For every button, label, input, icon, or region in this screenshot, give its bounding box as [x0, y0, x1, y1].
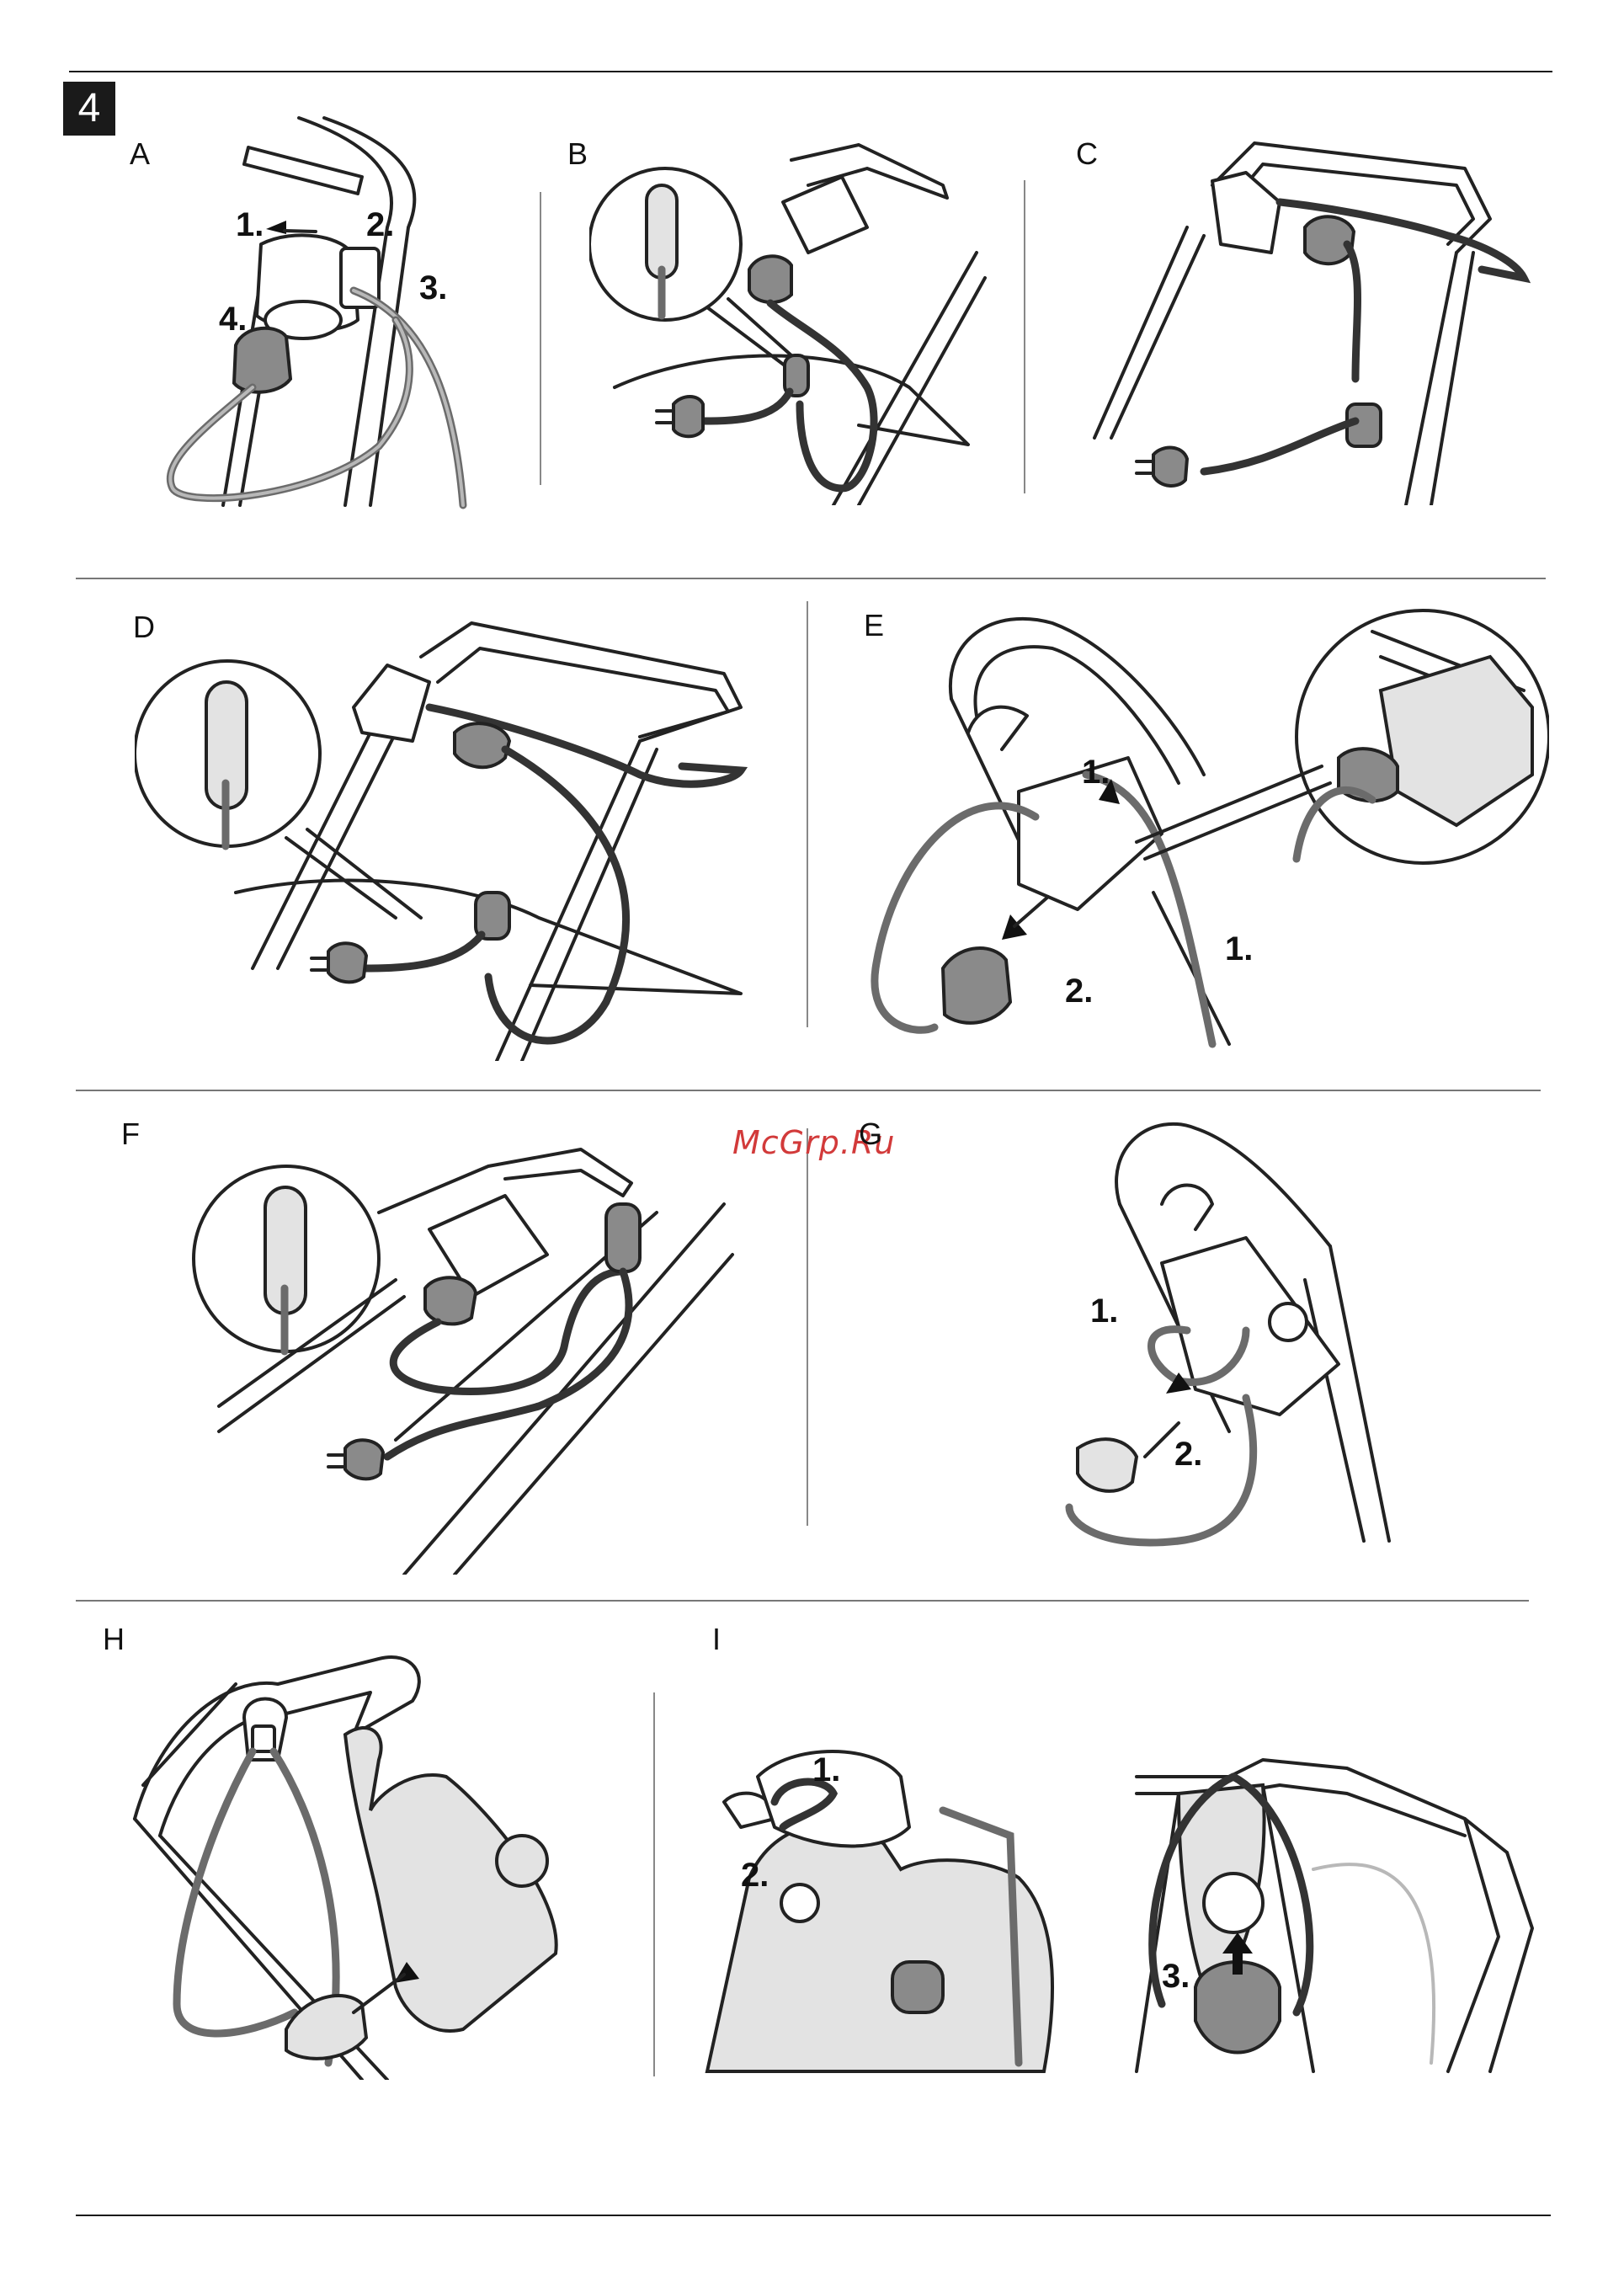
switch-housing-icon	[257, 235, 379, 338]
panel-label-b: B	[567, 136, 588, 172]
panel-label-g: G	[859, 1117, 882, 1152]
separator-hi	[653, 1692, 655, 2076]
separator-ab	[540, 192, 541, 485]
panel-h-illustration	[126, 1642, 606, 2080]
magnifier-circle-icon	[135, 661, 320, 846]
step-label: 1.	[1082, 754, 1110, 791]
step-label: 2.	[1065, 973, 1093, 1010]
step-label: 3.	[419, 269, 447, 306]
step-label: 1.	[1225, 930, 1253, 967]
switch-housing-icon	[1212, 173, 1280, 253]
panel-c-illustration	[1086, 135, 1557, 505]
panel-f-illustration	[185, 1120, 741, 1575]
panel-g-illustration: 1. 2.	[1052, 1111, 1406, 1558]
panel-d-illustration	[135, 615, 758, 1061]
magnifier-circle-icon	[1297, 610, 1549, 863]
panel-b-illustration	[589, 135, 993, 505]
row-separator-3	[76, 1600, 1529, 1602]
step-label: 2.	[1174, 1436, 1202, 1473]
panel-i-illustration: 1. 2. 3.	[690, 1726, 1541, 2080]
bottom-rule	[76, 2215, 1551, 2216]
plug-icon	[234, 328, 290, 392]
panel-label-h: H	[103, 1622, 125, 1657]
step-label: 3.	[1162, 1958, 1190, 1995]
separator-de	[807, 601, 808, 1027]
separator-bc	[1024, 180, 1025, 493]
top-rule	[69, 71, 1552, 72]
row-separator-1	[76, 578, 1546, 579]
row-separator-2	[76, 1090, 1541, 1091]
switch-housing-icon	[345, 1728, 556, 2031]
magnifier-circle-icon	[589, 168, 741, 320]
separator-fg	[807, 1128, 808, 1526]
panel-label-a: A	[130, 136, 150, 172]
panel-label-f: F	[121, 1117, 140, 1152]
socket-icon	[1204, 1874, 1263, 1932]
step-label: 1.	[1090, 1293, 1118, 1330]
step-label: 2.	[366, 206, 394, 243]
magnifier-circle-icon	[194, 1166, 379, 1351]
panel-a-illustration: 1. 2. 3. 4.	[152, 109, 505, 514]
step-label: 2.	[741, 1857, 769, 1894]
step-label: 4.	[219, 301, 247, 338]
panel-e-illustration: 1. 1. 2.	[867, 606, 1549, 1053]
panel-label-i: I	[712, 1622, 721, 1657]
figure-number: 4	[63, 82, 115, 136]
step-label: 1.	[812, 1751, 840, 1788]
step-label: 1.	[236, 206, 264, 243]
